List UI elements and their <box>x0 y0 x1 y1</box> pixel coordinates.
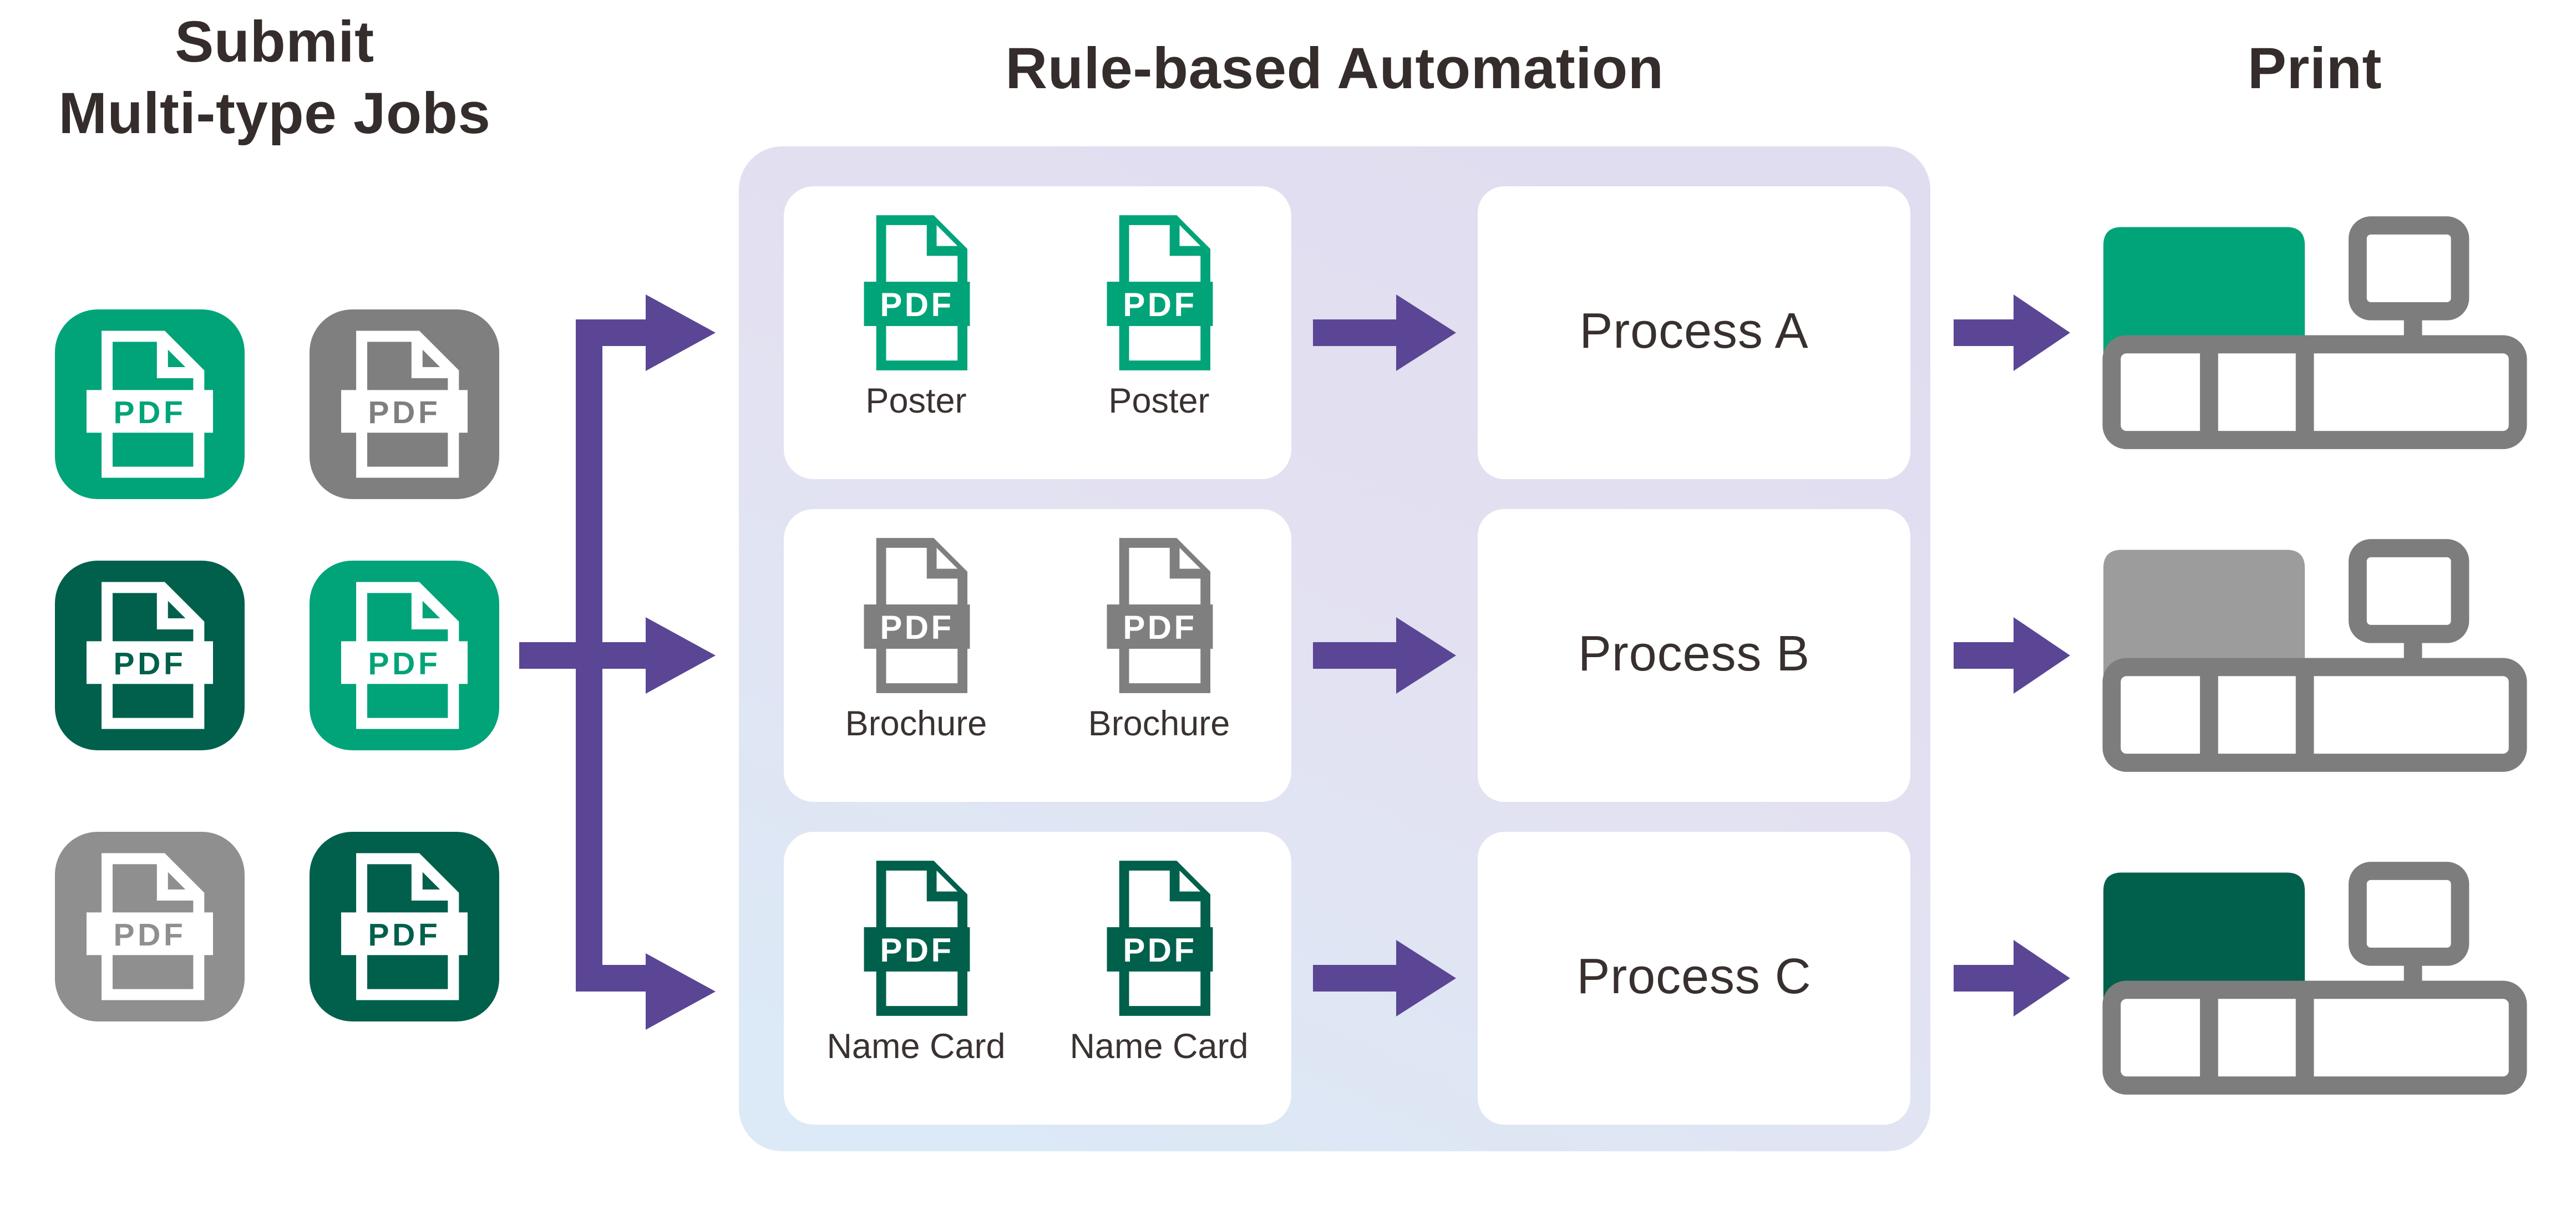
file-label: Brochure <box>845 705 987 744</box>
pdf-file-icon: PDF <box>863 215 969 370</box>
file-label: Poster <box>1108 383 1210 421</box>
arrow-shape <box>1313 294 1456 371</box>
printer-icon <box>2102 216 2527 449</box>
pdf-text: PDF <box>879 609 953 646</box>
pdf-badge-icon: PDF <box>310 561 499 750</box>
flow-arrow-icon <box>1954 617 2070 694</box>
printer-icon <box>2102 862 2527 1095</box>
doc-fold <box>411 587 454 629</box>
pdf-text: PDF <box>113 395 186 430</box>
pdf-file-icon: PDF <box>1106 861 1212 1016</box>
printer-monitor <box>2349 539 2469 643</box>
pdf-band <box>863 927 969 972</box>
pdf-text: PDF <box>1122 286 1196 323</box>
pdf-badge-icon: PDF <box>55 561 245 750</box>
pdf-band <box>1106 282 1212 326</box>
printer-monitor <box>2349 862 2469 966</box>
pdf-band <box>341 912 468 955</box>
branch-arrow-shape <box>519 294 716 1030</box>
automation-title: Rule-based Automation <box>1005 37 1664 101</box>
doc-fold <box>156 858 199 901</box>
process-label: Process C <box>1576 950 1812 1005</box>
pdf-file-icon: PDF <box>1106 538 1212 693</box>
job-group-card-poster: PDF Poster PDF Poster <box>784 186 1291 479</box>
pdf-file: PDF Brochure <box>1063 534 1256 802</box>
pdf-text: PDF <box>113 646 186 682</box>
pdf-file-icon: PDF <box>863 861 969 1016</box>
pdf-file-icon: PDF <box>1106 215 1212 370</box>
flow-arrow-icon <box>1313 940 1456 1016</box>
printer-icon <box>2102 539 2527 772</box>
printer-base <box>2102 980 2527 1095</box>
pdf-file: PDF Name Card <box>1063 857 1256 1125</box>
pdf-text: PDF <box>368 395 440 430</box>
doc-fold <box>156 587 199 629</box>
flow-arrow-icon <box>1313 617 1456 694</box>
pdf-text: PDF <box>879 286 953 323</box>
doc-fold <box>411 858 454 901</box>
file-label: Name Card <box>1069 1028 1249 1066</box>
doc-fold <box>1169 866 1205 902</box>
job-group-card-brochure: PDF Brochure PDF Brochure <box>784 509 1291 802</box>
pdf-band <box>1106 927 1212 972</box>
pdf-text: PDF <box>879 932 953 969</box>
process-box-b: Process B <box>1478 509 1910 802</box>
pdf-file: PDF Poster <box>1063 211 1256 479</box>
submit-title-line1: Submit <box>175 10 374 75</box>
pdf-band <box>87 912 213 955</box>
pdf-badge-icon: PDF <box>310 832 499 1021</box>
doc-fold <box>411 336 454 378</box>
branch-arrow-icon <box>519 294 716 1030</box>
process-box-c: Process C <box>1478 832 1910 1125</box>
file-label: Poster <box>865 383 967 421</box>
submit-title-line2: Multi-type Jobs <box>58 81 491 146</box>
process-label: Process A <box>1579 304 1809 359</box>
arrow-shape <box>1954 940 2070 1016</box>
pdf-text: PDF <box>1122 609 1196 646</box>
pdf-file: PDF Brochure <box>820 534 1013 802</box>
pdf-text: PDF <box>1122 932 1196 969</box>
process-box-a: Process A <box>1478 186 1910 479</box>
pdf-band <box>1106 604 1212 649</box>
printer-cover <box>2103 227 2305 354</box>
pdf-badge-icon: PDF <box>55 309 245 499</box>
process-label: Process B <box>1578 627 1811 682</box>
pdf-band <box>87 390 213 433</box>
printer-cover <box>2103 872 2305 1000</box>
pdf-band <box>863 282 969 326</box>
printer-monitor <box>2349 216 2469 321</box>
flow-arrow-icon <box>1954 294 2070 371</box>
pdf-file: PDF Name Card <box>820 857 1013 1125</box>
printer-cover <box>2103 550 2305 677</box>
pdf-band <box>87 641 213 684</box>
flow-arrow-icon <box>1954 940 2070 1016</box>
pdf-badge-icon: PDF <box>310 309 499 499</box>
doc-fold <box>926 866 962 902</box>
printer-base <box>2102 658 2527 772</box>
doc-fold <box>156 336 199 378</box>
pdf-text: PDF <box>368 646 440 682</box>
pdf-file-icon: PDF <box>863 538 969 693</box>
arrow-shape <box>1313 617 1456 694</box>
printer-base <box>2102 335 2527 449</box>
arrow-shape <box>1954 617 2070 694</box>
doc-fold <box>1169 543 1205 579</box>
pdf-file: PDF Poster <box>820 211 1013 479</box>
print-title: Print <box>2247 37 2382 101</box>
flow-arrow-icon <box>1313 294 1456 371</box>
pdf-text: PDF <box>113 917 186 953</box>
file-label: Name Card <box>826 1028 1006 1066</box>
job-group-card-name-card: PDF Name Card PDF Name Card <box>784 832 1291 1125</box>
submit-title: Submit Multi-type Jobs <box>0 8 549 150</box>
pdf-text: PDF <box>368 917 440 953</box>
pdf-band <box>341 641 468 684</box>
arrow-shape <box>1313 940 1456 1016</box>
pdf-band <box>863 604 969 649</box>
pdf-badge-icon: PDF <box>55 832 245 1021</box>
pdf-band <box>341 390 468 433</box>
file-label: Brochure <box>1088 705 1230 744</box>
arrow-shape <box>1954 294 2070 371</box>
doc-fold <box>926 543 962 579</box>
